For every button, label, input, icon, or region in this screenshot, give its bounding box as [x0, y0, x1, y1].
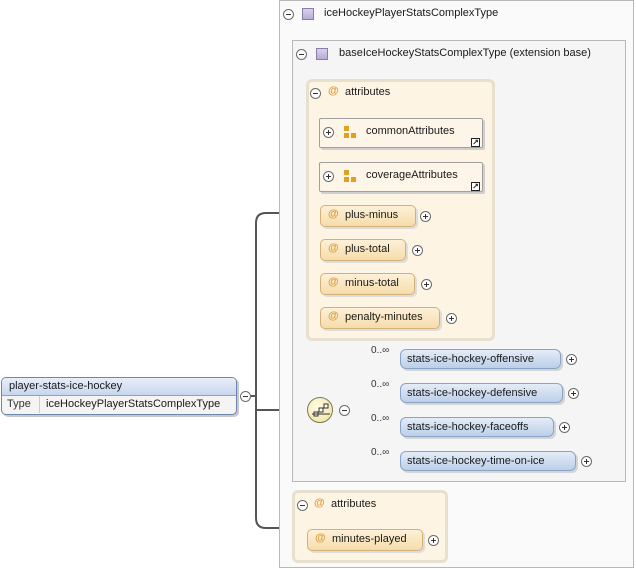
- collapse-sequence-toggle[interactable]: [339, 405, 350, 416]
- root-element-name: player-stats-ice-hockey: [2, 378, 236, 396]
- root-element-type-row: Type iceHockeyPlayerStatsComplexType: [2, 396, 236, 413]
- element-stats-defensive[interactable]: stats-ice-hockey-defensive: [400, 383, 563, 403]
- occurs-label: 0..∞: [371, 345, 390, 356]
- type-key: Type: [2, 396, 40, 413]
- extension-base-title: baseIceHockeyStatsComplexType (extension…: [339, 47, 591, 59]
- sequence-glyph: [312, 403, 330, 417]
- expand-plus-minus-toggle[interactable]: [420, 211, 431, 222]
- attribute-penalty-minutes-label: penalty-minutes: [345, 311, 423, 323]
- expand-common-attributes-toggle[interactable]: [323, 127, 334, 138]
- expand-penalty-minutes-toggle[interactable]: [446, 313, 457, 324]
- attribute-penalty-minutes[interactable]: [320, 307, 440, 329]
- attribute-plus-total[interactable]: [320, 239, 406, 261]
- expand-faceoffs-toggle[interactable]: [559, 422, 570, 433]
- occurs-label: 0..∞: [371, 379, 390, 390]
- attribute-plus-minus-label: plus-minus: [345, 209, 399, 221]
- expand-defensive-toggle[interactable]: [568, 388, 579, 399]
- common-attributes-label: commonAttributes: [366, 125, 455, 137]
- attributes-at-icon: @: [314, 497, 325, 509]
- attributes-at-icon: @: [328, 85, 339, 97]
- expand-minutes-played-toggle[interactable]: [428, 535, 439, 546]
- complex-type-icon: [302, 8, 314, 20]
- attribute-plus-total-label: plus-total: [345, 243, 390, 255]
- coverage-attributes-label: coverageAttributes: [366, 169, 458, 181]
- occurs-label: 0..∞: [371, 413, 390, 424]
- attribute-at-icon: @: [328, 242, 339, 254]
- attributes-label: attributes: [345, 86, 391, 98]
- collapse-extension-base-toggle[interactable]: [296, 49, 307, 60]
- connector-to-own-attributes: [255, 396, 294, 529]
- element-stats-offensive[interactable]: stats-ice-hockey-offensive: [400, 349, 561, 369]
- attribute-at-icon: @: [328, 276, 339, 288]
- collapse-complex-type-toggle[interactable]: [283, 9, 294, 20]
- collapse-root-element-toggle[interactable]: [240, 391, 251, 402]
- external-link-icon[interactable]: ↗: [471, 138, 480, 147]
- attribute-at-icon: @: [315, 532, 326, 544]
- base-type-icon: [316, 48, 328, 60]
- attribute-minutes-played[interactable]: [307, 529, 423, 551]
- root-element-box[interactable]: player-stats-ice-hockey Type iceHockeyPl…: [1, 377, 237, 415]
- own-attributes-label: attributes: [331, 498, 377, 510]
- expand-time-on-ice-toggle[interactable]: [581, 456, 592, 467]
- attribute-plus-minus[interactable]: [320, 205, 416, 227]
- collapse-attributes-toggle[interactable]: [310, 88, 321, 99]
- complex-type-title: iceHockeyPlayerStatsComplexType: [324, 7, 499, 19]
- expand-offensive-toggle[interactable]: [566, 354, 577, 365]
- element-stats-time-on-ice[interactable]: stats-ice-hockey-time-on-ice: [400, 451, 576, 471]
- sequence-compositor-icon[interactable]: [307, 397, 333, 423]
- collapse-own-attributes-toggle[interactable]: [297, 500, 308, 511]
- attribute-group-icon: [343, 169, 357, 183]
- element-stats-faceoffs[interactable]: stats-ice-hockey-faceoffs: [400, 417, 554, 437]
- connector-to-attributes: [250, 212, 307, 397]
- attribute-minus-total[interactable]: [320, 273, 415, 295]
- attribute-at-icon: @: [328, 310, 339, 322]
- attribute-minutes-played-label: minutes-played: [332, 533, 407, 545]
- external-link-icon[interactable]: ↗: [471, 182, 480, 191]
- expand-coverage-attributes-toggle[interactable]: [323, 171, 334, 182]
- occurs-label: 0..∞: [371, 447, 390, 458]
- expand-plus-total-toggle[interactable]: [412, 245, 423, 256]
- attribute-minus-total-label: minus-total: [345, 277, 399, 289]
- attribute-group-icon: [343, 125, 357, 139]
- attribute-at-icon: @: [328, 208, 339, 220]
- expand-minus-total-toggle[interactable]: [421, 279, 432, 290]
- type-value: iceHockeyPlayerStatsComplexType: [46, 398, 221, 410]
